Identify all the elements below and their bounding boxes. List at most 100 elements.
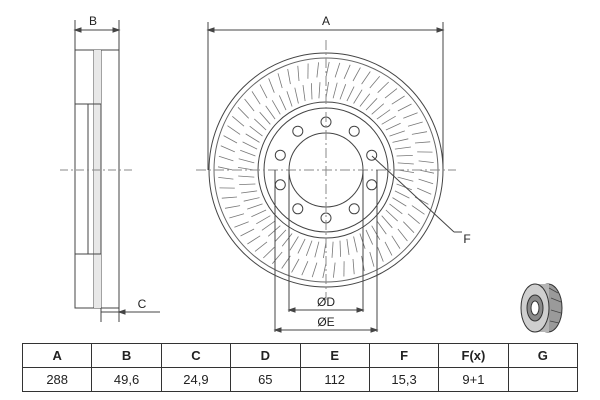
vane-line	[397, 176, 414, 182]
dimension-label-c: C	[138, 297, 147, 311]
vane-line	[243, 197, 260, 202]
table-header-cell: C	[160, 343, 232, 368]
vane-line	[229, 213, 245, 219]
vane-line	[314, 241, 320, 258]
vane-line	[369, 251, 375, 267]
vane-line	[371, 103, 385, 115]
vane-line	[418, 178, 434, 185]
vane-line	[397, 103, 412, 112]
table-header-cell: F	[368, 343, 440, 368]
vane-line	[334, 62, 341, 78]
vane-line	[271, 100, 281, 115]
vane-line	[247, 235, 261, 245]
bolt-hole	[274, 179, 286, 191]
vane-line	[278, 95, 287, 111]
vane-line	[376, 220, 387, 235]
vane-line	[381, 215, 393, 229]
vane-line	[294, 87, 299, 104]
vane-line	[289, 236, 299, 251]
vane-line	[385, 209, 398, 222]
specification-table: A B C D E F F(x) G 288 49,6 24,9 65 112 …	[21, 343, 579, 392]
vane-line	[244, 98, 255, 112]
vane-line	[277, 73, 283, 89]
vane-line	[318, 82, 321, 99]
vane-line	[301, 261, 309, 276]
table-header-cell: E	[299, 343, 370, 368]
vane-line	[232, 115, 245, 127]
table-header-cell: A	[21, 343, 93, 368]
vane-line	[217, 166, 234, 171]
vane-line	[240, 149, 256, 157]
front-view	[196, 22, 462, 333]
vane-line	[381, 115, 396, 125]
vane-line	[371, 225, 381, 240]
vane-line	[254, 118, 267, 131]
table-value-cell: 112	[299, 367, 370, 392]
vane-line	[397, 228, 408, 242]
vane-line	[352, 258, 355, 275]
vane-line	[352, 67, 361, 82]
vane-line	[322, 262, 327, 279]
vane-line	[411, 131, 428, 135]
vane-line	[407, 213, 420, 225]
vane-line	[377, 247, 384, 262]
vane-line	[220, 145, 235, 153]
vane-line	[361, 71, 371, 85]
vane-line	[333, 262, 336, 278]
vane-line	[385, 122, 401, 131]
vane-line	[297, 238, 306, 254]
vane-line	[223, 135, 238, 144]
vane-line	[237, 107, 249, 119]
table-value-cell: 24,9	[160, 367, 232, 392]
vane-line	[263, 247, 275, 259]
vane-line	[287, 68, 291, 85]
vane-line	[403, 221, 415, 233]
vane-line	[389, 130, 405, 137]
table-header-cell: G	[507, 343, 579, 368]
vane-line	[267, 225, 281, 237]
vane-line	[365, 98, 378, 111]
vane-line	[339, 84, 347, 100]
vane-line	[234, 221, 249, 228]
vane-line	[239, 183, 256, 185]
table-value-cell: 65	[230, 367, 301, 392]
vane-line	[268, 78, 275, 93]
vane-line	[238, 158, 255, 164]
disc-3d-thumbnail	[520, 283, 563, 333]
bolt-hole	[348, 125, 360, 137]
vane-line	[411, 205, 425, 215]
table-header-cell: F(x)	[438, 343, 509, 368]
vane-line	[254, 241, 268, 252]
vane-line	[247, 203, 263, 210]
vane-line	[343, 64, 351, 79]
vane-line	[394, 146, 411, 150]
vane-line	[384, 241, 393, 256]
vane-line	[251, 209, 267, 218]
table-header-cell: D	[230, 343, 301, 368]
vane-line	[397, 162, 414, 165]
vane-line	[311, 83, 313, 100]
vane-line	[331, 241, 334, 258]
vane-line	[256, 215, 271, 225]
table-value-cell: 288	[21, 367, 93, 392]
bolt-hole	[348, 203, 360, 215]
brake-disc-technical-drawing: B C A F ØD	[60, 14, 563, 333]
bolt-hole	[292, 203, 304, 215]
vane-line	[218, 155, 234, 162]
vane-line	[332, 82, 338, 99]
vane-line	[281, 233, 293, 247]
vane-line	[241, 190, 258, 194]
vane-line	[403, 112, 418, 119]
dimension-label-f: F	[463, 232, 470, 246]
vane-line	[384, 88, 398, 99]
vane-line	[339, 240, 341, 257]
vane-line	[417, 187, 432, 195]
vane-line	[221, 196, 238, 199]
vane-line	[271, 251, 283, 264]
table-header-cell: B	[91, 343, 162, 368]
vane-line	[259, 84, 268, 99]
side-view	[60, 20, 160, 322]
vane-line	[392, 138, 409, 143]
vane-line	[242, 141, 258, 150]
vane-line	[316, 62, 319, 78]
